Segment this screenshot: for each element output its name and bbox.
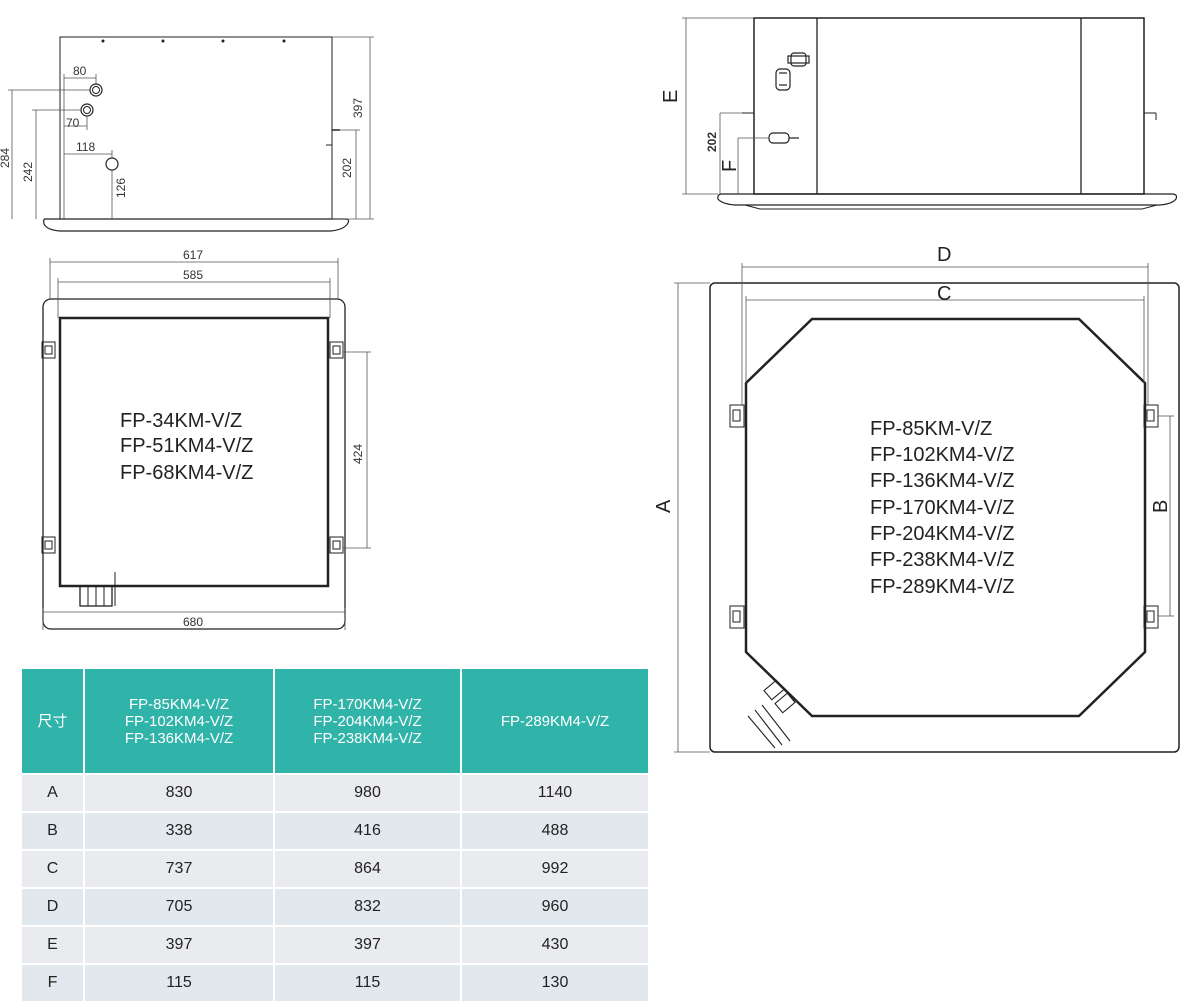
dim-118: 118	[76, 140, 95, 154]
table-cell: 960	[461, 887, 648, 926]
dim-617: 617	[183, 248, 203, 262]
column-3-model-1: FP-289KM4-V/Z	[500, 712, 610, 730]
small-plan-inner-grille	[58, 316, 330, 588]
column-1-model-3: FP-136KM4-V/Z	[124, 729, 234, 747]
table-column-header-1: FP-85KM4-V/Z FP-102KM4-V/Z FP-136KM4-V/Z	[84, 669, 275, 774]
large-model-label-1: FP-85KM-V/Z	[870, 418, 992, 440]
column-2-model-1: FP-170KM4-V/Z	[313, 695, 422, 713]
table-cell: 338	[84, 811, 275, 850]
table-cell: 397	[274, 925, 462, 964]
large-model-label-3: FP-136KM4-V/Z	[870, 470, 1014, 492]
small-model-label-2: FP-51KM4-V/Z	[120, 435, 253, 457]
small-side-base-pan	[43, 218, 350, 232]
table-cell: 705	[84, 887, 275, 926]
dim-397: 397	[351, 98, 365, 118]
small-drain-pipe	[105, 157, 119, 171]
large-model-label-7: FP-289KM4-V/Z	[870, 576, 1014, 598]
dim-80: 80	[73, 64, 87, 78]
small-unit-plan-view: 617 585 424 680 FP-34KM-V/Z FP-51KM4-V/Z…	[41, 248, 371, 630]
column-1-model-1: FP-85KM4-V/Z	[128, 695, 230, 713]
table-cell: 737	[84, 849, 275, 888]
table-cell: 830	[84, 773, 275, 812]
dim-585: 585	[183, 268, 203, 282]
table-cell: 488	[461, 811, 648, 850]
dim-202-large: 202	[705, 132, 719, 152]
column-1-model-2: FP-102KM4-V/Z	[124, 712, 234, 730]
dim-letter-D: D	[937, 244, 951, 266]
table-cell: 864	[274, 849, 462, 888]
small-side-body	[59, 36, 333, 220]
dim-242: 242	[21, 162, 35, 182]
large-side-base-pan	[717, 193, 1178, 206]
large-side-pipes	[768, 52, 810, 144]
table-row: C 737 864 992	[22, 849, 648, 888]
table-row: A 830 980 1140	[22, 773, 648, 812]
table-cell: 416	[274, 811, 462, 850]
table-column-header-2: FP-170KM4-V/Z FP-204KM4-V/Z FP-238KM4-V/…	[274, 669, 462, 774]
small-inlet-pipe	[80, 103, 94, 117]
large-model-label-6: FP-238KM4-V/Z	[870, 549, 1014, 571]
dim-letter-F: F	[719, 160, 741, 172]
row-label: F	[22, 963, 85, 1001]
dim-126: 126	[114, 178, 128, 198]
dim-letter-E: E	[660, 90, 682, 103]
table-row: B 338 416 488	[22, 811, 648, 850]
large-plan-pipe-stubs	[747, 679, 796, 749]
table-header-row: 尺寸 FP-85KM4-V/Z FP-102KM4-V/Z FP-136KM4-…	[22, 669, 648, 774]
dim-202: 202	[340, 158, 354, 178]
table-cell: 992	[461, 849, 648, 888]
large-plan-octagon-grille	[744, 317, 1147, 718]
large-plan-outer-panel	[709, 282, 1180, 753]
table-row: F 115 115 130	[22, 963, 648, 1001]
dim-424: 424	[351, 444, 365, 464]
row-label: B	[22, 811, 85, 850]
large-model-label-5: FP-204KM4-V/Z	[870, 523, 1014, 545]
row-label: D	[22, 887, 85, 926]
small-unit-side-view: 80 70 118 126 284 242 397 202	[0, 36, 374, 232]
table-cell: 1140	[461, 773, 648, 812]
large-unit-side-view: E F 202	[660, 17, 1178, 210]
dimension-table: 尺寸 FP-85KM4-V/Z FP-102KM4-V/Z FP-136KM4-…	[22, 669, 648, 1001]
large-model-label-4: FP-170KM4-V/Z	[870, 497, 1014, 519]
table-corner-label: 尺寸	[22, 669, 85, 774]
table-cell: 980	[274, 773, 462, 812]
large-side-body	[753, 17, 1145, 195]
dim-284: 284	[0, 148, 12, 168]
table-row: E 397 397 430	[22, 925, 648, 964]
table-cell: 115	[274, 963, 462, 1001]
column-2-model-2: FP-204KM4-V/Z	[313, 712, 422, 730]
table-cell: 397	[84, 925, 275, 964]
table-row: D 705 832 960	[22, 887, 648, 926]
small-plan-outer-panel	[42, 298, 346, 630]
table-cell: 430	[461, 925, 648, 964]
dim-680: 680	[183, 615, 203, 629]
table-cell: 115	[84, 963, 275, 1001]
large-unit-plan-view: D C A B FP-85KM-V/Z FP-102KM4-V/Z FP-136…	[653, 244, 1180, 753]
table-column-header-3: FP-289KM4-V/Z	[461, 669, 648, 774]
small-outlet-pipe	[89, 83, 103, 97]
table-cell: 130	[461, 963, 648, 1001]
large-model-label-2: FP-102KM4-V/Z	[870, 444, 1014, 466]
dim-70: 70	[66, 116, 80, 130]
row-label: A	[22, 773, 85, 812]
dim-letter-B: B	[1150, 500, 1172, 513]
small-model-label-1: FP-34KM-V/Z	[120, 410, 242, 432]
dim-letter-C: C	[937, 283, 951, 305]
row-label: E	[22, 925, 85, 964]
row-label: C	[22, 849, 85, 888]
small-model-label-3: FP-68KM4-V/Z	[120, 462, 253, 484]
table-cell: 832	[274, 887, 462, 926]
dim-letter-A: A	[653, 499, 675, 513]
column-2-model-3: FP-238KM4-V/Z	[313, 729, 422, 747]
